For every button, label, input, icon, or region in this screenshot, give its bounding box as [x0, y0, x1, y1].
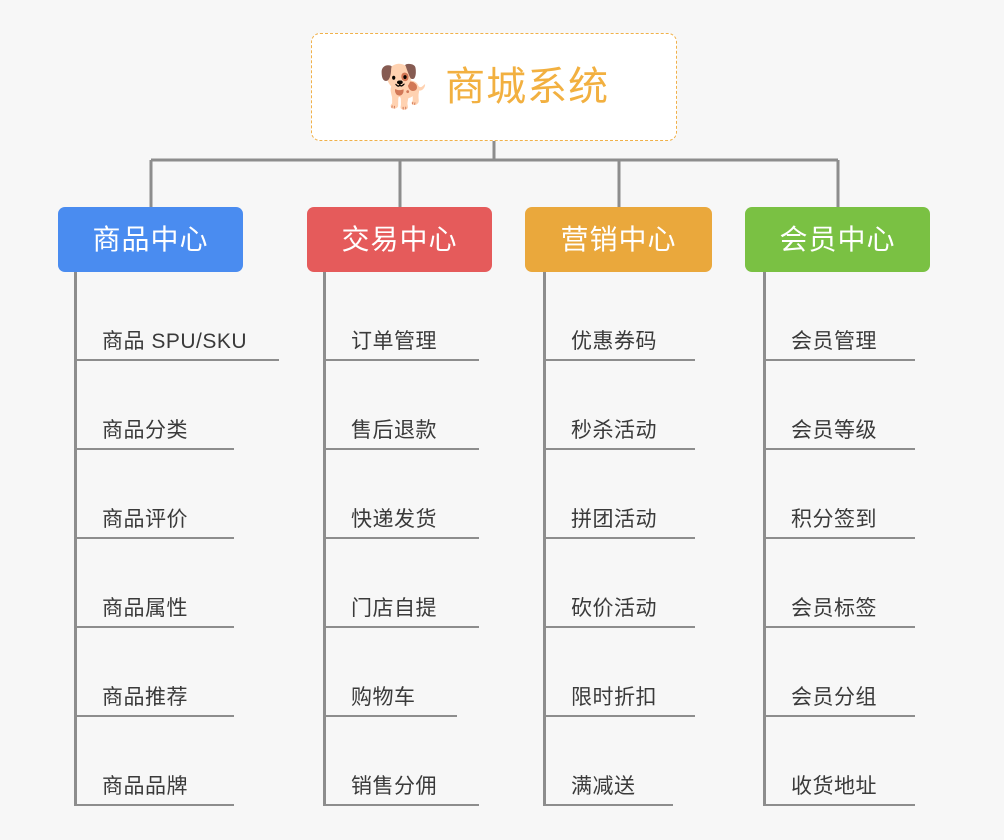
- leaf-item-label: 满减送: [571, 774, 636, 798]
- leaf-item-label: 商品属性: [102, 596, 188, 620]
- category-header-label: 营销中心: [560, 223, 677, 255]
- column-trunk-line: [763, 272, 766, 806]
- leaf-item-label: 商品品牌: [102, 774, 188, 798]
- leaf-item-label: 商品推荐: [102, 685, 188, 709]
- leaf-item-label: 商品分类: [102, 418, 188, 442]
- leaf-item-label: 门店自提: [351, 596, 437, 620]
- leaf-item[interactable]: 商品推荐: [74, 628, 234, 717]
- leaf-item[interactable]: 快递发货: [323, 450, 479, 539]
- leaf-item[interactable]: 会员标签: [763, 539, 915, 628]
- leaf-item-label: 销售分佣: [351, 774, 437, 798]
- leaf-item-label: 商品评价: [102, 507, 188, 531]
- leaf-item[interactable]: 会员等级: [763, 361, 915, 450]
- leaf-item[interactable]: 积分签到: [763, 450, 915, 539]
- leaf-item[interactable]: 优惠券码: [543, 272, 695, 361]
- leaf-item[interactable]: 会员管理: [763, 272, 915, 361]
- column-trunk-line: [323, 272, 326, 806]
- column-trunk-line: [543, 272, 546, 806]
- category-header-trade-center[interactable]: 交易中心: [307, 207, 492, 272]
- leaf-item-label: 会员分组: [791, 685, 877, 709]
- category-header-marketing-center[interactable]: 营销中心: [525, 207, 712, 272]
- leaf-item-label: 订单管理: [351, 329, 437, 353]
- leaf-item-label: 快递发货: [351, 507, 437, 531]
- leaf-item-label: 购物车: [351, 685, 416, 709]
- leaf-item-label: 会员等级: [791, 418, 877, 442]
- category-header-member-center[interactable]: 会员中心: [745, 207, 930, 272]
- leaf-item[interactable]: 商品分类: [74, 361, 234, 450]
- leaf-item[interactable]: 售后退款: [323, 361, 479, 450]
- leaf-item[interactable]: 限时折扣: [543, 628, 695, 717]
- leaf-item-label: 会员管理: [791, 329, 877, 353]
- leaf-item-label: 商品 SPU/SKU: [102, 329, 248, 353]
- leaf-item-label: 收货地址: [791, 774, 877, 798]
- leaf-item[interactable]: 购物车: [323, 628, 457, 717]
- leaf-item-label: 拼团活动: [571, 507, 657, 531]
- leaf-item[interactable]: 拼团活动: [543, 450, 695, 539]
- leaf-item[interactable]: 销售分佣: [323, 717, 479, 806]
- leaf-item[interactable]: 商品 SPU/SKU: [74, 272, 279, 361]
- leaf-item-label: 砍价活动: [571, 596, 657, 620]
- root-node-title: 商城系统: [445, 65, 610, 109]
- leaf-item[interactable]: 商品属性: [74, 539, 234, 628]
- category-header-label: 交易中心: [341, 223, 458, 255]
- category-header-product-center[interactable]: 商品中心: [58, 207, 243, 272]
- leaf-item[interactable]: 秒杀活动: [543, 361, 695, 450]
- leaf-item-label: 积分签到: [791, 507, 877, 531]
- leaf-item-label: 会员标签: [791, 596, 877, 620]
- column-trunk-line: [74, 272, 77, 806]
- shiba-dog-icon: 🐕: [378, 63, 432, 110]
- leaf-item[interactable]: 收货地址: [763, 717, 915, 806]
- leaf-item[interactable]: 砍价活动: [543, 539, 695, 628]
- leaf-item[interactable]: 商品评价: [74, 450, 234, 539]
- leaf-item[interactable]: 门店自提: [323, 539, 479, 628]
- leaf-item-label: 限时折扣: [571, 685, 657, 709]
- leaf-item[interactable]: 商品品牌: [74, 717, 234, 806]
- leaf-item-label: 售后退款: [351, 418, 437, 442]
- leaf-item-label: 秒杀活动: [571, 418, 657, 442]
- category-header-label: 会员中心: [779, 223, 896, 255]
- root-node-mall-system[interactable]: 🐕 商城系统: [311, 33, 677, 141]
- leaf-item[interactable]: 会员分组: [763, 628, 915, 717]
- leaf-item-label: 优惠券码: [571, 329, 657, 353]
- leaf-item[interactable]: 订单管理: [323, 272, 479, 361]
- leaf-item[interactable]: 满减送: [543, 717, 673, 806]
- category-header-label: 商品中心: [92, 223, 209, 255]
